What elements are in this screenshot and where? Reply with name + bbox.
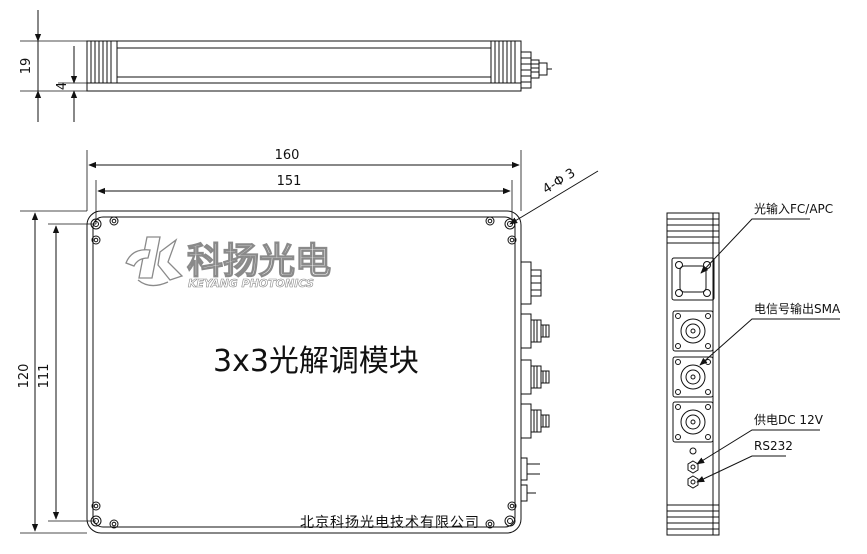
- end-view-body: [666, 212, 720, 536]
- dimension-160-label: 160: [275, 148, 300, 163]
- lid-screw-mid-right: [507, 235, 517, 245]
- dimension-111-label: 111: [37, 364, 52, 389]
- end-view-top-fins: [667, 218, 719, 244]
- leader-power: [696, 429, 820, 465]
- main-view: [20, 150, 599, 534]
- company-logo: 科扬光电 KEYANG PHOTONICS: [125, 236, 332, 290]
- lid-screw-top-left: [109, 216, 119, 226]
- dimension-120-label: 120: [17, 364, 32, 389]
- company-name: 北京科扬光电技术有限公司: [300, 515, 480, 531]
- label-rs232: RS232: [754, 439, 793, 453]
- lid-screw-mid-left: [91, 235, 101, 245]
- label-signal-output: 电信号输出SMA: [754, 301, 841, 316]
- lid-outline: [92, 216, 516, 528]
- side-height-label: 19: [19, 58, 34, 75]
- product-title: 3x3光解调模块: [213, 344, 419, 379]
- side-view: [20, 10, 552, 122]
- logo-english-text: KEYANG PHOTONICS: [188, 277, 314, 290]
- connector-fc-apc-side: [520, 261, 542, 305]
- mounting-hole-bottom-right: [504, 515, 516, 527]
- lid-screw-low-right: [507, 501, 517, 511]
- connector-rs232-side: [520, 484, 536, 502]
- side-connector-stack: [520, 51, 552, 89]
- sma-connector-3: [672, 401, 714, 443]
- sma-connector-1: [672, 310, 714, 352]
- connector-sma-1-side: [520, 313, 550, 349]
- leader-rs232: [696, 455, 786, 483]
- side-flange-label: 4: [55, 82, 70, 90]
- lid-screw-bottom-right: [485, 519, 495, 529]
- end-view-bottom-fins: [667, 504, 719, 530]
- hole-callout-leader: [509, 170, 599, 225]
- lid-screw-top-right: [485, 216, 495, 226]
- leader-signal-output: [699, 318, 840, 366]
- logo-mark: [125, 236, 184, 287]
- leader-optical-input: [700, 218, 810, 274]
- status-hole: [689, 447, 697, 455]
- lid-screw-bottom-left: [109, 519, 119, 529]
- connector-power-side: [520, 457, 540, 481]
- right-heatsink-block: [490, 40, 522, 84]
- logo-chinese-text: 科扬光电: [187, 241, 331, 282]
- lid-screw-low-left: [91, 501, 101, 511]
- label-power: 供电DC 12V: [754, 413, 824, 427]
- connector-sma-2-side: [520, 359, 550, 395]
- left-heatsink-block: [86, 40, 118, 84]
- sma-connector-2: [672, 356, 714, 398]
- dimension-151-label: 151: [277, 174, 302, 189]
- hole-callout-label: 4-Φ 3: [540, 166, 578, 198]
- label-optical-input: 光输入FC/APC: [754, 201, 833, 216]
- connector-sma-3-side: [520, 403, 550, 439]
- end-view: [666, 212, 840, 536]
